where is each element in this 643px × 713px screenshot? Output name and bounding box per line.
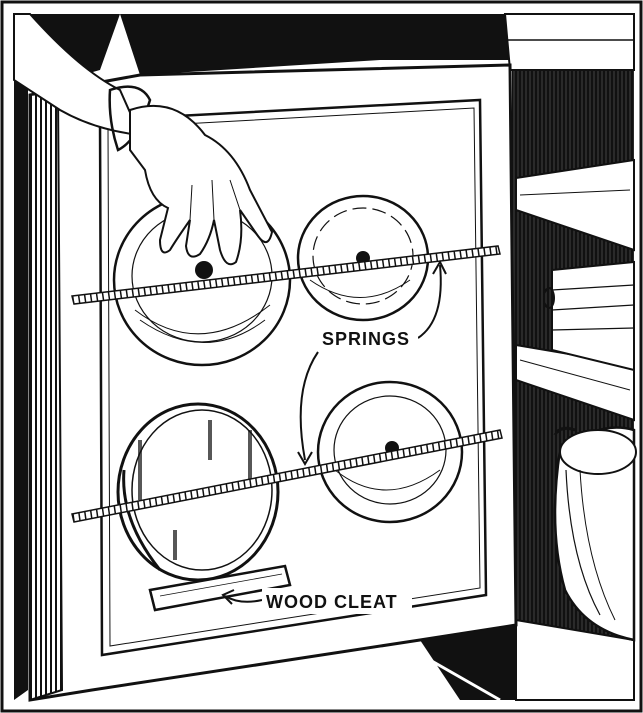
cabinet-top-ledge [505,14,634,70]
wood-cleat-label: WOOD CLEAT [266,592,398,612]
baking-pan [552,262,634,370]
springs-label: SPRINGS [322,329,410,349]
door-edge [30,92,62,700]
